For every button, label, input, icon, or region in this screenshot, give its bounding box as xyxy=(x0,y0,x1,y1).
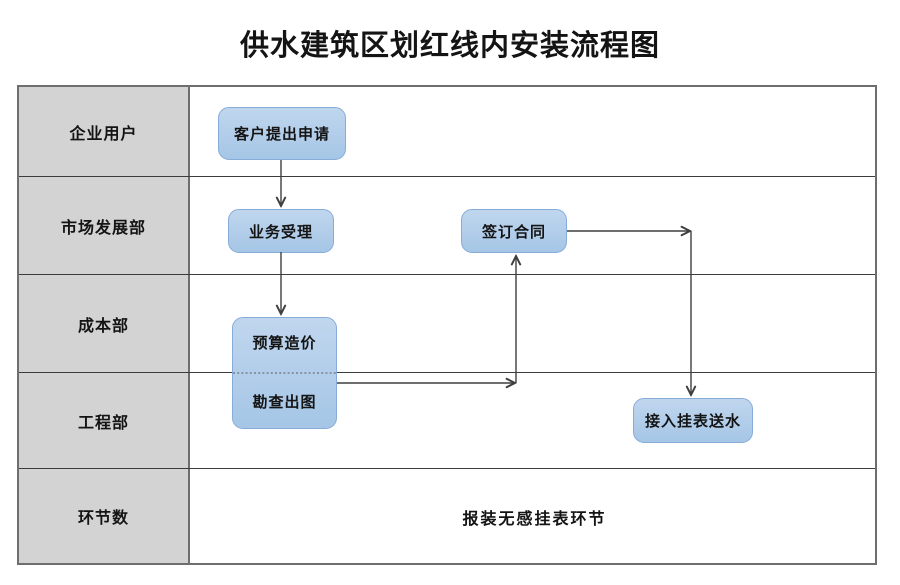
lane-label-engineering-dept: 工程部 xyxy=(19,373,190,468)
lane-row-engineering-dept: 工程部 xyxy=(19,373,875,469)
lane-label-market-dev-dept: 市场发展部 xyxy=(19,177,190,274)
lane-label-step-count: 环节数 xyxy=(19,469,190,563)
node-customer-apply-label: 客户提出申请 xyxy=(233,127,330,143)
diagram-title: 供水建筑区划红线内安装流程图 xyxy=(239,30,660,62)
node-connect-meter-water: 接入挂表送水 xyxy=(633,398,753,443)
lane-content xyxy=(190,469,875,563)
node-sign-contract: 签订合同 xyxy=(461,209,567,253)
node-survey-label: 勘查出图 xyxy=(252,395,317,411)
step-count-note: 报装无感挂表环节 xyxy=(462,511,607,528)
lane-row-market-dev-dept: 市场发展部 xyxy=(19,177,875,275)
swimlane-table: 企业用户 市场发展部 成本部 工程部 环节数 xyxy=(17,85,877,565)
lane-label-enterprise-user: 企业用户 xyxy=(19,87,190,176)
node-sign-contract-label: 签订合同 xyxy=(481,224,546,241)
node-customer-apply: 客户提出申请 xyxy=(218,107,346,160)
node-business-accept: 业务受理 xyxy=(228,209,334,253)
lane-label-cost-dept: 成本部 xyxy=(19,275,190,372)
node-business-accept-label: 业务受理 xyxy=(248,224,313,241)
node-budget-label: 预算造价 xyxy=(252,336,317,352)
lane-row-cost-dept: 成本部 xyxy=(19,275,875,373)
lane-row-step-count: 环节数 xyxy=(19,469,875,563)
node-connect-meter-water-label: 接入挂表送水 xyxy=(644,414,741,430)
lane-row-enterprise-user: 企业用户 xyxy=(19,87,875,177)
node-budget-survey: 预算造价 勘查出图 xyxy=(232,317,337,429)
